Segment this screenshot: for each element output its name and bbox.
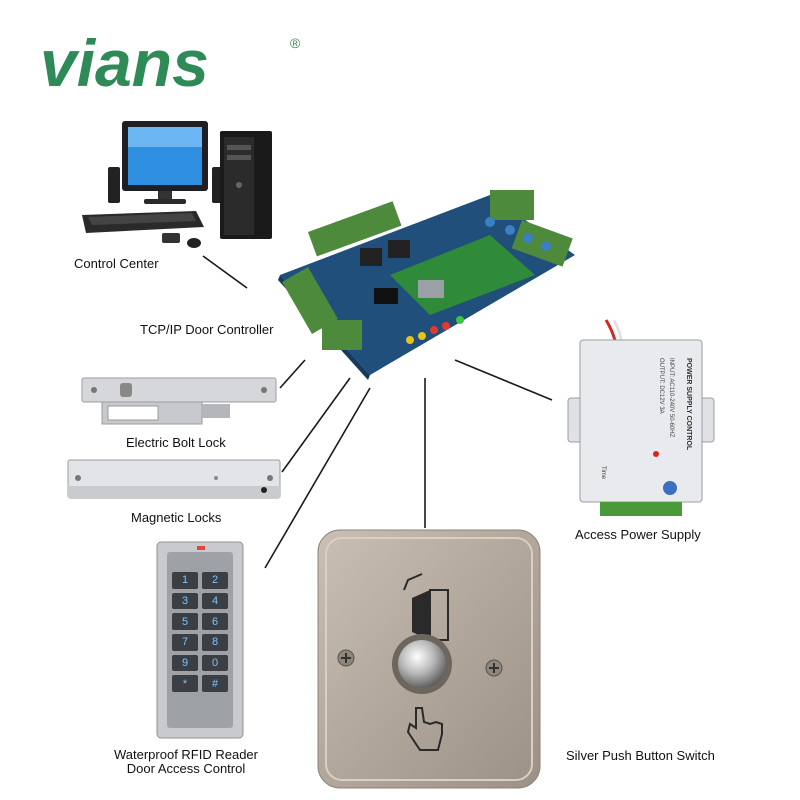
keypad-key[interactable]: 6 xyxy=(202,613,228,630)
controller-label: TCP/IP Door Controller xyxy=(140,322,273,337)
push-button-switch xyxy=(316,528,542,790)
keypad-grid: 1 2 3 4 5 6 7 8 9 0 * # xyxy=(172,572,228,692)
keypad-key[interactable]: 9 xyxy=(172,655,198,672)
keypad-key[interactable]: 2 xyxy=(202,572,228,589)
psu-time: Time xyxy=(600,466,606,479)
electric-bolt-lock xyxy=(80,374,280,430)
access-power-supply: POWER SUPPLY CONTROL INPUT: AC110-240V 5… xyxy=(566,318,716,522)
keypad-key[interactable]: 1 xyxy=(172,572,198,589)
keypad-key[interactable]: 0 xyxy=(202,655,228,672)
power-supply-label: Access Power Supply xyxy=(575,527,701,542)
keypad-key[interactable]: 3 xyxy=(172,593,198,610)
magnetic-lock xyxy=(66,458,282,502)
psu-output: OUTPUT: DC12V 3A xyxy=(658,358,664,488)
psu-input: INPUT: AC110-240V 50-60HZ xyxy=(668,358,674,488)
keypad-key[interactable]: 5 xyxy=(172,613,198,630)
door-controller-board xyxy=(270,180,580,380)
magnetic-locks-label: Magnetic Locks xyxy=(131,510,221,525)
line-magnetic-locks xyxy=(282,378,350,472)
rfid-label-line1: Waterproof RFID Reader xyxy=(96,748,276,762)
keypad-key[interactable]: 8 xyxy=(202,634,228,651)
keypad-key[interactable]: # xyxy=(202,675,228,692)
control-center-label: Control Center xyxy=(74,256,159,271)
keypad-key[interactable]: * xyxy=(172,675,198,692)
bolt-lock-label: Electric Bolt Lock xyxy=(126,435,226,450)
rfid-reader-label: Waterproof RFID Reader Door Access Contr… xyxy=(96,748,276,776)
psu-title: POWER SUPPLY CONTROL xyxy=(672,358,692,488)
control-center-computer xyxy=(78,115,278,255)
keypad-key[interactable]: 7 xyxy=(172,634,198,651)
line-control-center xyxy=(203,256,247,288)
push-button-label: Silver Push Button Switch xyxy=(566,748,715,763)
rfid-label-line2: Door Access Control xyxy=(96,762,276,776)
keypad-key[interactable]: 4 xyxy=(202,593,228,610)
